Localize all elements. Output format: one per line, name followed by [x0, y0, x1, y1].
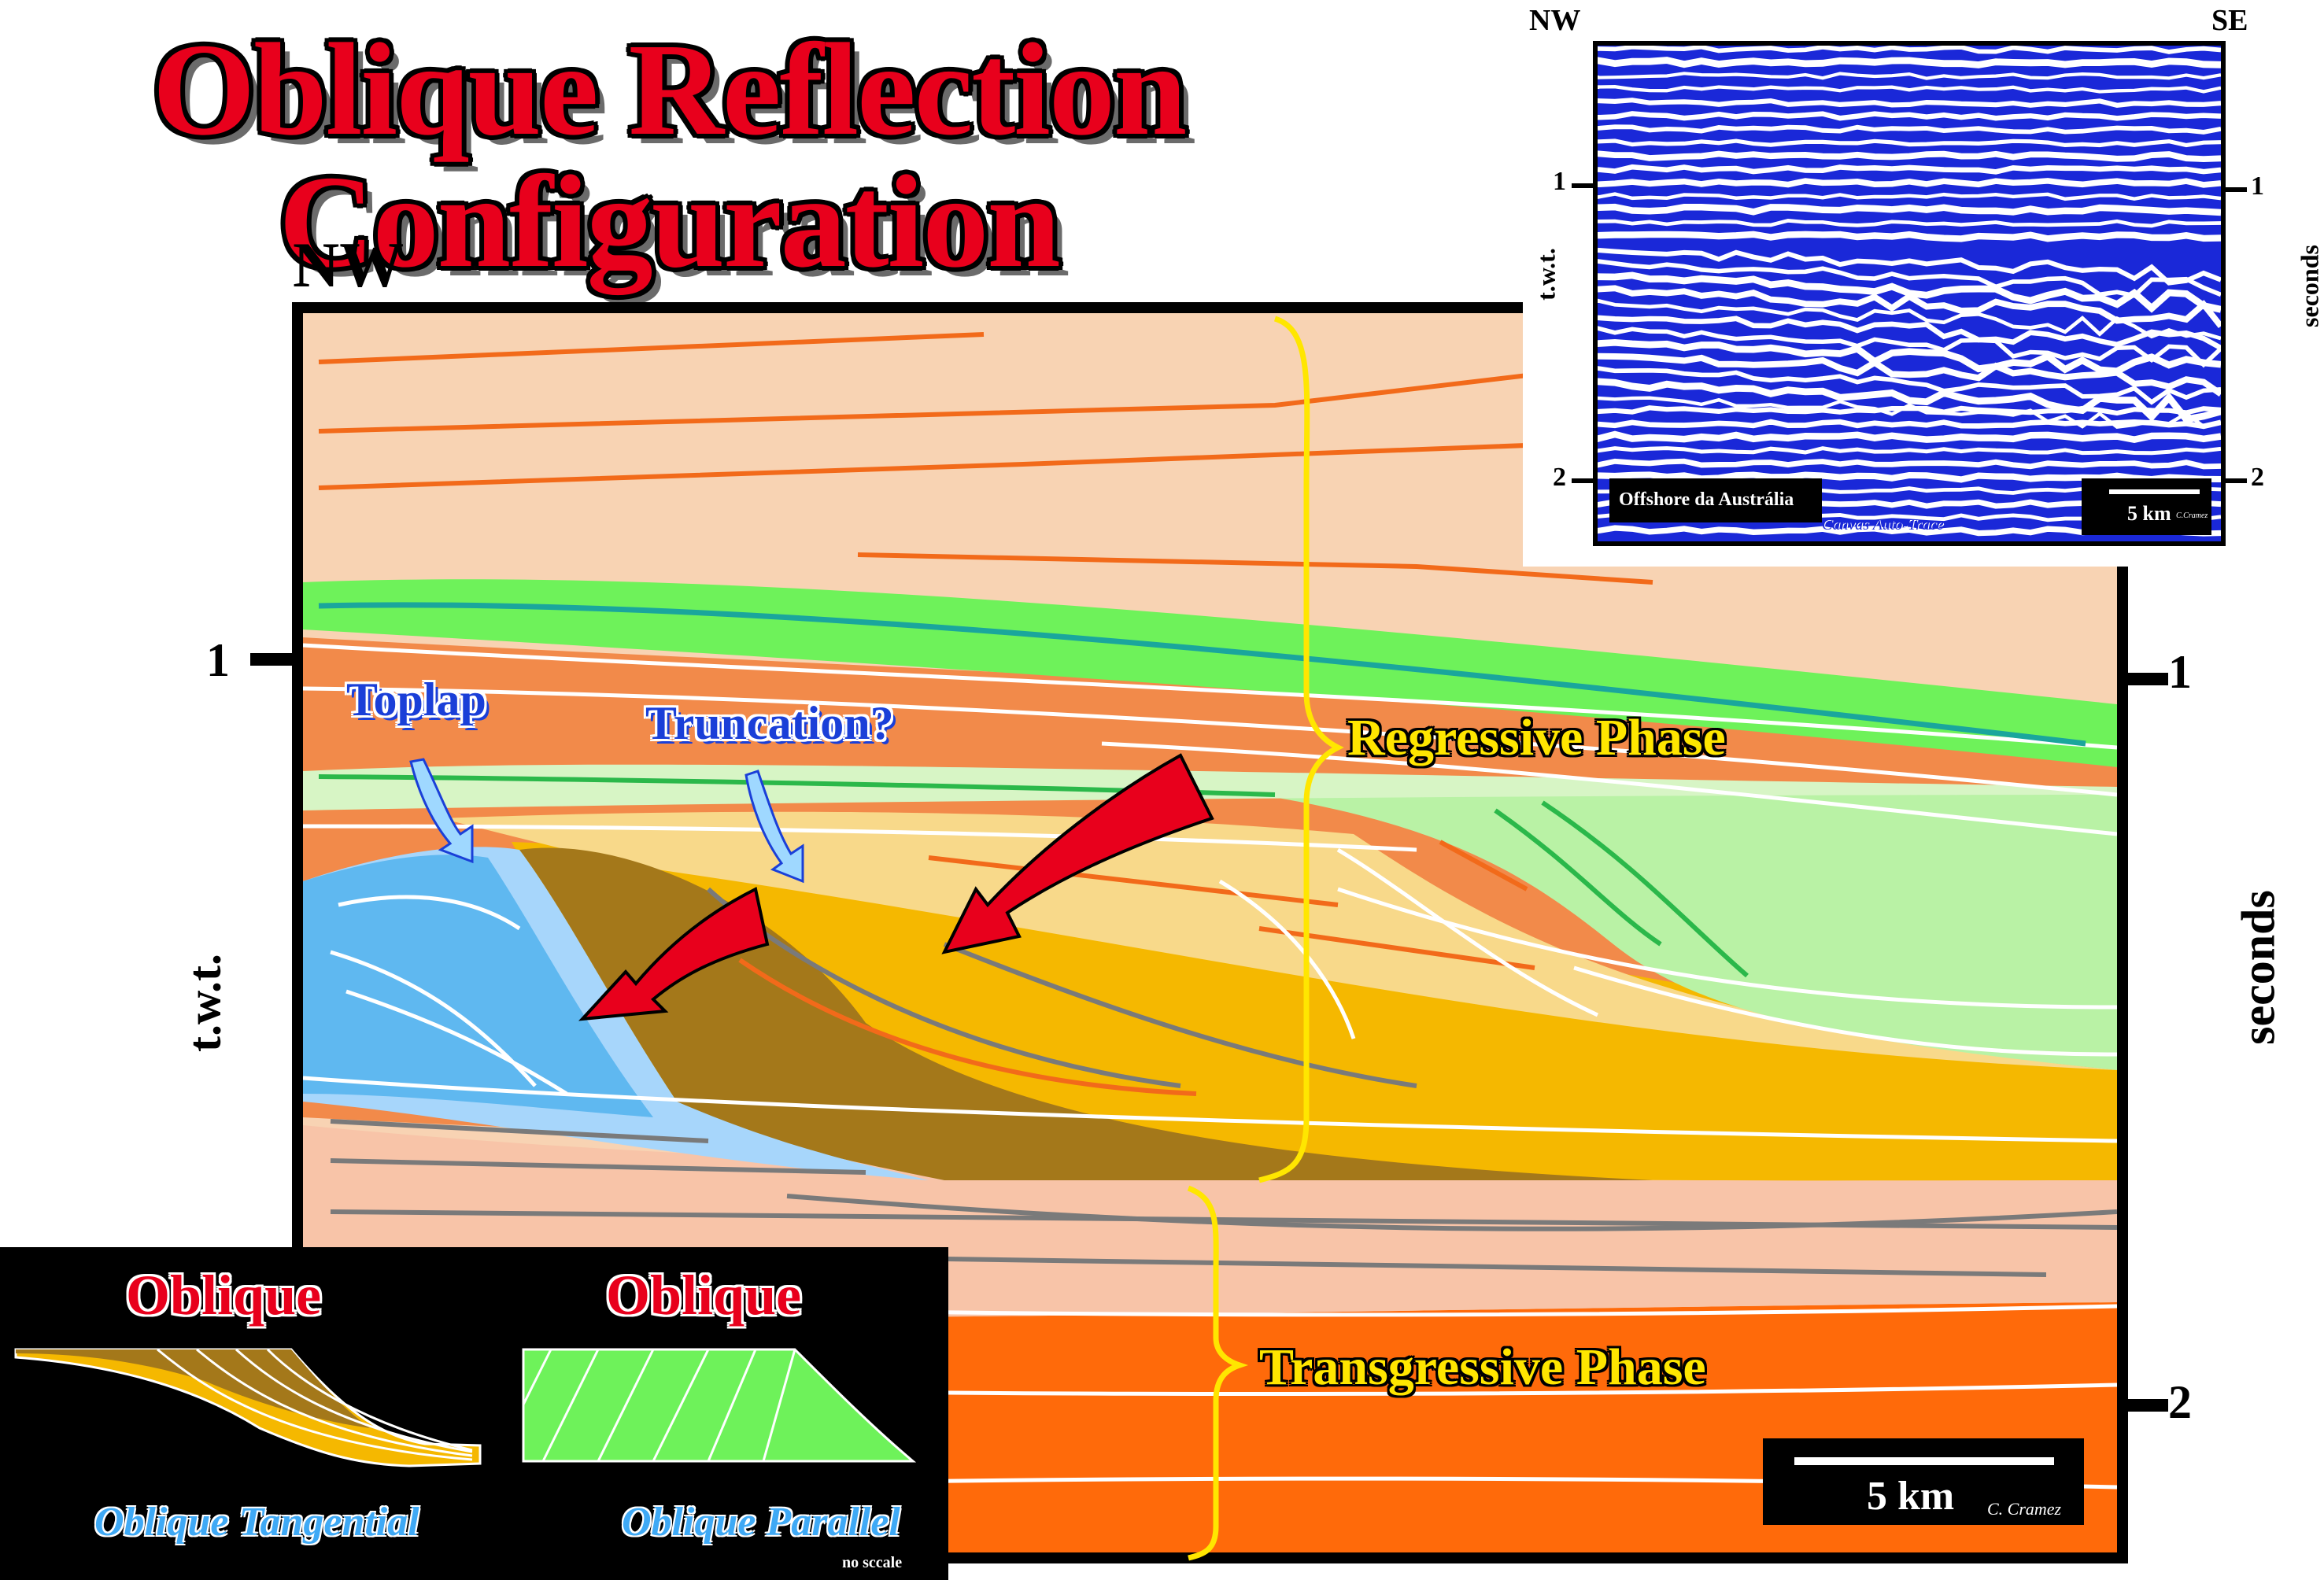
left-axis-label: t.w.t. [178, 954, 231, 1052]
scale-bar-box [1763, 1438, 2084, 1525]
seismic-reflector-line [1598, 72, 2221, 80]
inset-right-tick-2 [2225, 478, 2247, 483]
seismic-reflector-line [1598, 315, 2221, 351]
seismic-reflector-line [1598, 247, 2221, 286]
inset-left-tick-1 [1572, 183, 1594, 188]
toplap-arrow [409, 758, 474, 864]
transgressive-phase-label: Transgressive Phase [1259, 1338, 1706, 1396]
seismic-reflector-line [1598, 138, 2221, 148]
seismic-reflector-line [1598, 164, 2221, 175]
seismic-reflector-line [1598, 203, 2221, 216]
legend-note: no sccale [842, 1554, 903, 1571]
seismic-reflector-line [1598, 405, 2221, 416]
inset-left-axis-label: t.w.t. [1531, 248, 1561, 301]
seismic-reflector-line [1598, 458, 2221, 470]
inset-left-tick-2 [1572, 478, 1594, 483]
seismic-reflector-line [1598, 98, 2221, 108]
seismic-reflector-line [1598, 85, 2221, 94]
seismic-reflector-line [1598, 192, 2221, 201]
seismic-reflector-line [1598, 430, 2221, 444]
direction-label-nw: NW [293, 229, 405, 301]
seismic-reflector-line [1598, 219, 2221, 228]
oblique-parallel-shape [522, 1348, 917, 1463]
truncation-arrow [744, 770, 804, 884]
seismic-reflector-line [1598, 271, 2221, 313]
toplap-label: Toplap [346, 674, 486, 725]
credit-label: C. Cramez [1987, 1499, 2062, 1519]
inset-seismic-panel: NW SE 1 2 1 2 t.w.t. seconds Offshore da… [1523, 0, 2324, 567]
light-gold-wedge [441, 811, 2117, 1070]
inset-direction-se: SE [2211, 4, 2248, 37]
right-tick-label-2: 2 [2168, 1376, 2192, 1428]
page-title-line-2: Configuration [279, 149, 1060, 295]
seismic-reflector-line [1598, 471, 2221, 483]
seismic-reflector-line [1598, 111, 2221, 121]
seismic-reflector-line [1598, 378, 2221, 423]
seismic-reflector-line [1598, 57, 2221, 68]
inset-scale-box [2082, 478, 2211, 535]
legend-right-subtitle: Oblique Parallel [622, 1500, 900, 1545]
page-title-line-1: Oblique Reflection [152, 17, 1188, 163]
section-frame [292, 302, 2128, 1563]
inset-frame [1593, 41, 2226, 546]
legend-right-title: Oblique [606, 1264, 802, 1327]
seismic-reflector-line [1598, 366, 2221, 405]
truncation-label: Truncation? [645, 697, 894, 749]
inset-scale-bar [2109, 489, 2200, 494]
regressive-brace [1258, 316, 1344, 1183]
transgressive-brace [1187, 1185, 1249, 1561]
seismic-reflector-line [1598, 419, 2221, 430]
seismic-reflector-line [1598, 326, 2221, 368]
green-band [303, 579, 2117, 767]
brown-band [519, 847, 1653, 1180]
right-tick-1 [2121, 673, 2168, 685]
seismic-reflector-line [1598, 46, 2221, 54]
inset-scale-label: 5 km [2127, 502, 2171, 525]
seismic-reflector-line [1598, 231, 2221, 242]
inset-seismic-image [1572, 41, 2247, 546]
seismic-reflector-line [1598, 446, 2221, 456]
seismic-reflector-line [1598, 259, 2221, 298]
inset-software-label: Canvas Auto-Trace [1822, 516, 1944, 533]
red-arrow-truncation [578, 887, 770, 1021]
right-axis-label: seconds [2232, 890, 2285, 1045]
inset-credit-label: C.Cramez [2176, 511, 2208, 520]
red-arrow-regressive [941, 753, 1214, 954]
tangential-lines [157, 1348, 473, 1461]
legend-panel: Oblique Oblique Oblique Tan [0, 1247, 948, 1580]
left-tick-1 [250, 653, 299, 666]
inset-left-tick-label-2: 2 [1553, 463, 1566, 492]
seismic-reflector-line [1598, 150, 2221, 163]
seismic-reflector-line [1598, 298, 2221, 341]
inset-right-axis-label: seconds [2295, 245, 2324, 327]
teal-reflector [318, 602, 2086, 747]
parallel-lines [522, 1349, 796, 1462]
inset-location-label: Offshore da Austrália [1619, 489, 1794, 510]
seismic-reflector-line [1598, 178, 2221, 188]
inset-left-tick-label-1: 1 [1553, 167, 1566, 196]
legend-left-title: Oblique [126, 1264, 322, 1327]
left-tick-label-1: 1 [206, 634, 230, 686]
scale-bar [1794, 1457, 2054, 1465]
right-tick-2 [2121, 1399, 2168, 1412]
right-tick-label-1: 1 [2168, 646, 2192, 698]
blue-wedge [303, 855, 653, 1117]
legend-diagrams [14, 1348, 917, 1467]
inset-right-tick-1 [2225, 187, 2247, 192]
tangential-dark-part [16, 1349, 370, 1428]
inset-right-tick-label-1: 1 [2251, 172, 2264, 201]
inset-direction-nw: NW [1529, 4, 1581, 37]
inset-location-box [1609, 478, 1822, 522]
seismic-reflector-line [1598, 353, 2221, 397]
seismic-reflector-line [1598, 124, 2221, 135]
regressive-phase-label: Regressive Phase [1347, 709, 1726, 766]
inset-right-tick-label-2: 2 [2251, 463, 2264, 492]
scale-label: 5 km [1867, 1474, 1955, 1519]
legend-left-subtitle: Oblique Tangential [94, 1500, 419, 1545]
